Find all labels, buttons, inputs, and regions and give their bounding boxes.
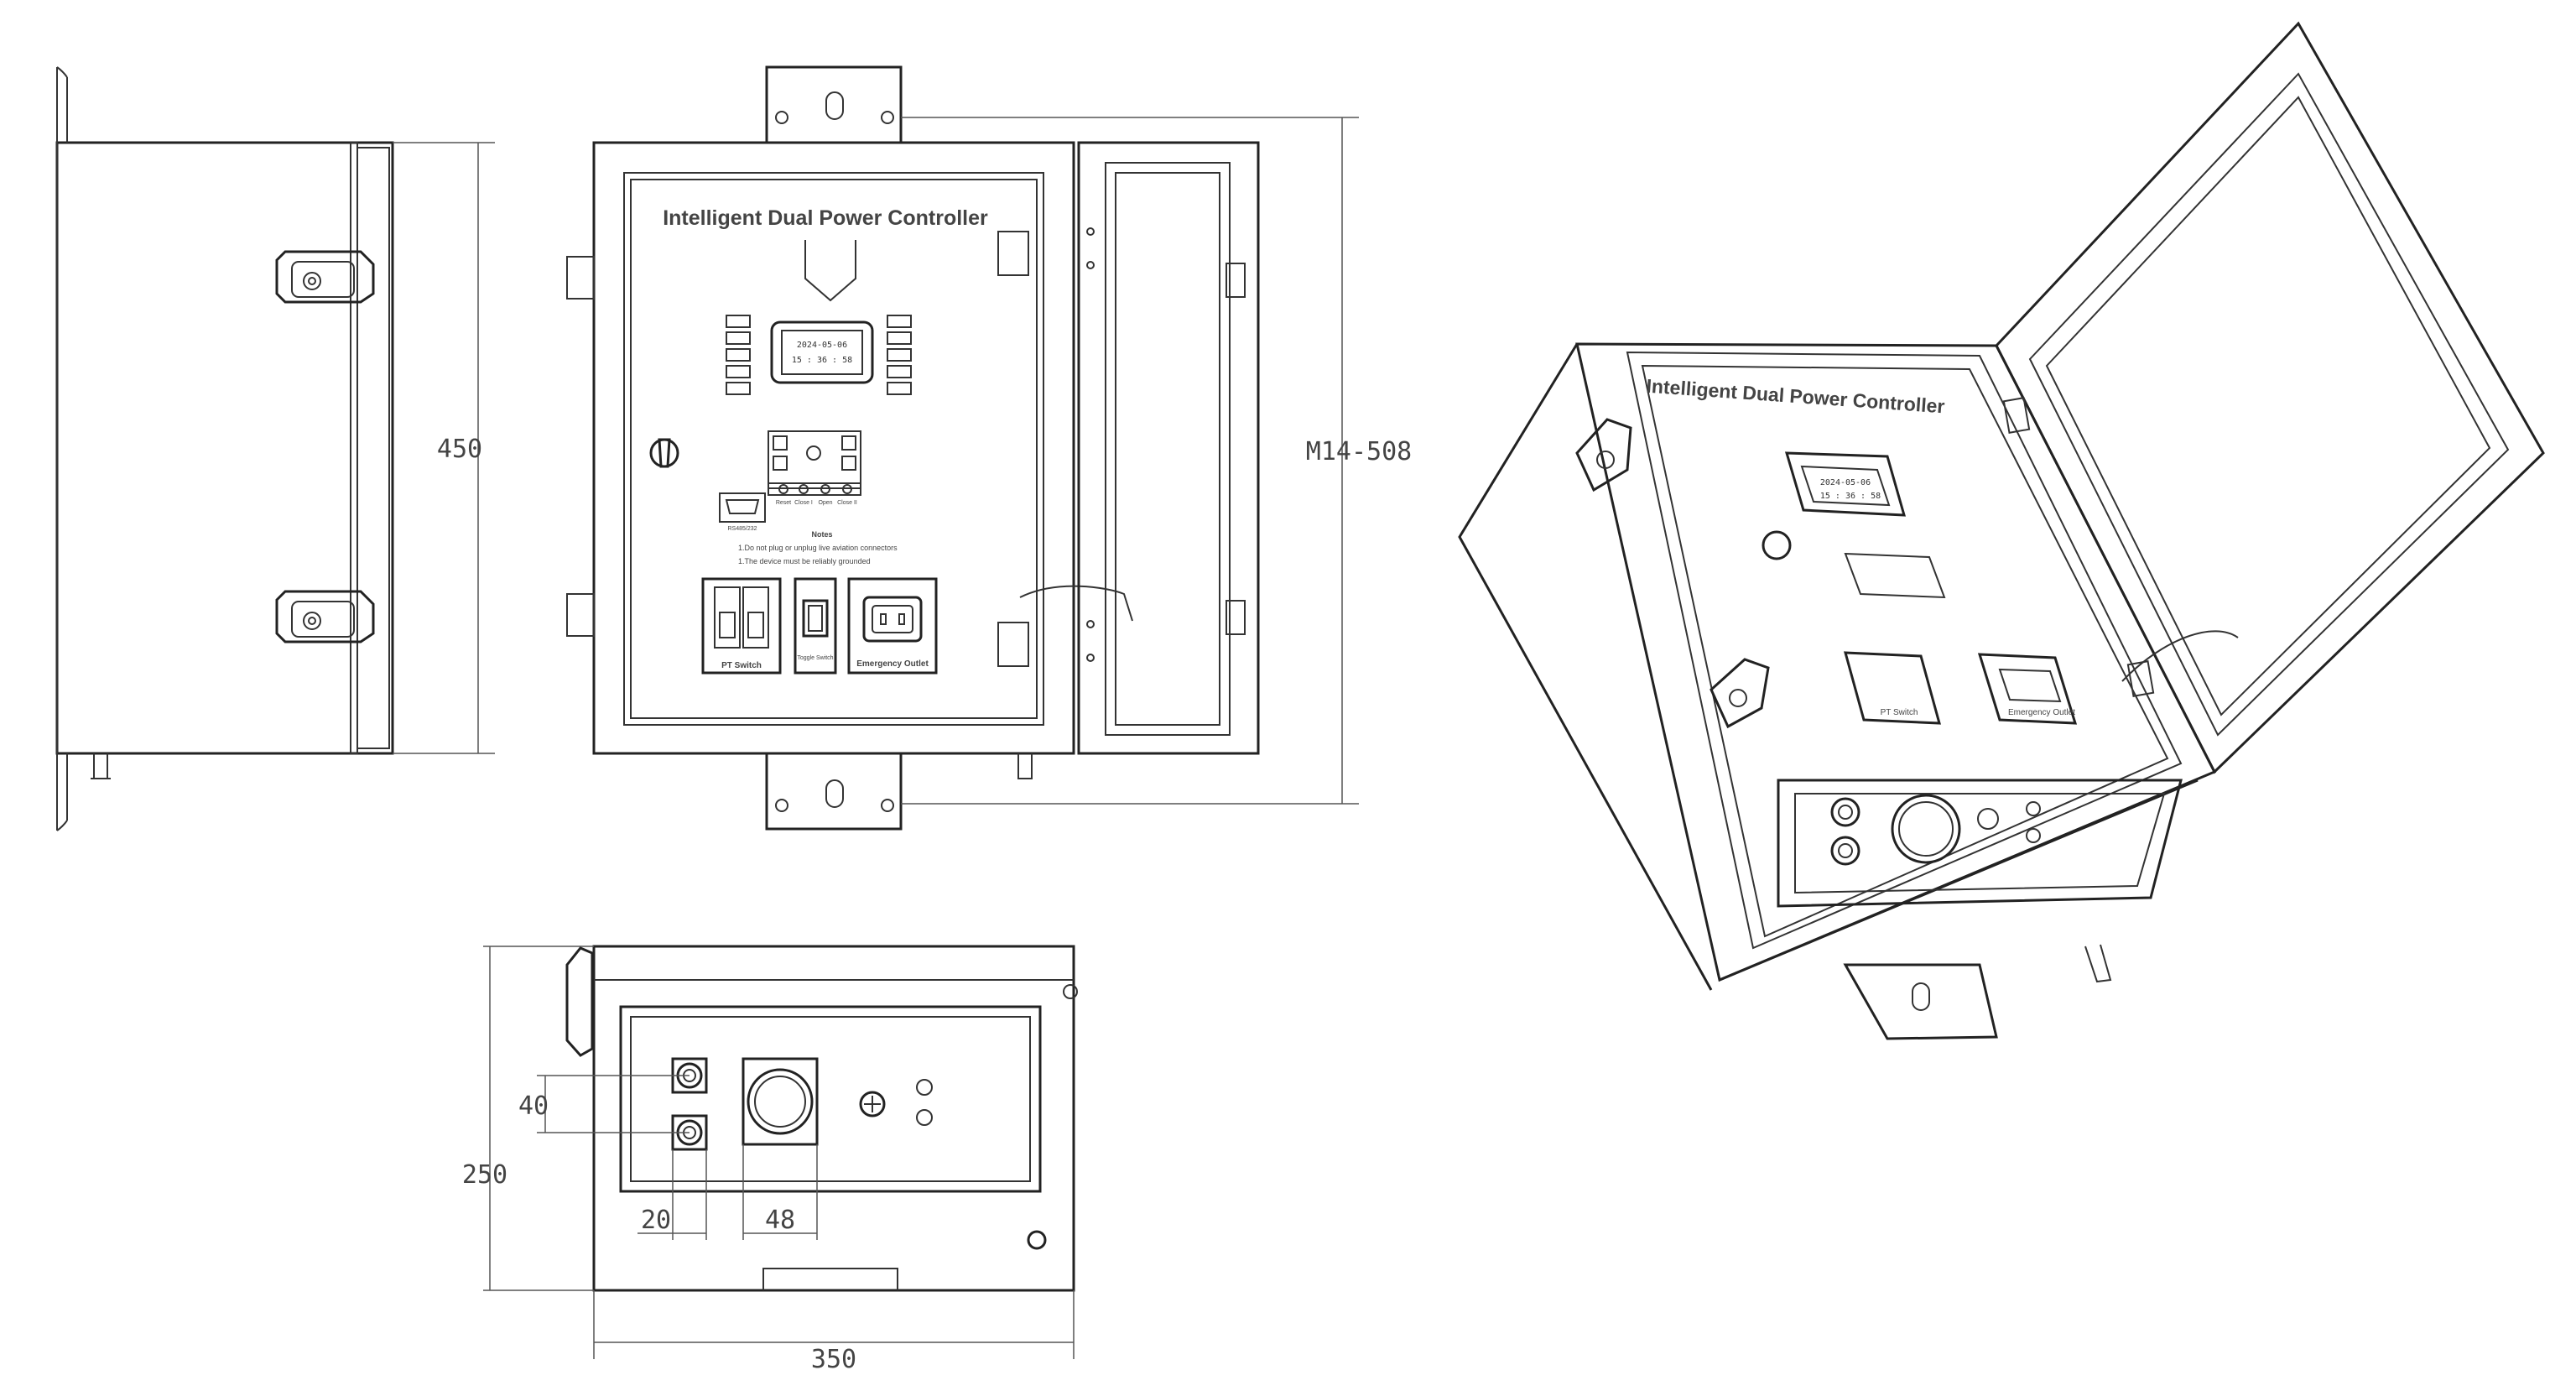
door-latch-icon bbox=[565, 946, 594, 1057]
button-label-close-2: Close II bbox=[837, 500, 857, 506]
hinge-icon bbox=[2126, 660, 2155, 697]
iso-lcd-display: 2024-05-06 15 : 36 : 58 bbox=[1784, 451, 1907, 517]
aviation-connector bbox=[1830, 836, 1860, 866]
pt-switch-label: PT Switch bbox=[721, 661, 762, 670]
iso-lcd-time: 15 : 36 : 58 bbox=[1820, 492, 1881, 501]
iso-lcd-date: 2024-05-06 bbox=[1820, 478, 1871, 487]
power-socket-icon bbox=[862, 596, 923, 643]
ground-strap bbox=[1019, 585, 1133, 622]
key-lock-icon bbox=[1762, 530, 1792, 560]
dim-socket-width: 48 bbox=[765, 1206, 795, 1235]
dim-connector-offset: 20 bbox=[641, 1206, 671, 1235]
iso-door bbox=[1995, 21, 2545, 774]
note-2: 1.The device must be reliably grounded bbox=[738, 557, 871, 565]
key-lock-icon bbox=[649, 438, 679, 468]
multi-pin-socket bbox=[742, 1057, 819, 1146]
notes-block: Notes 1.Do not plug or unplug live aviat… bbox=[738, 530, 898, 565]
lcd-display: 2024-05-06 15 : 36 : 58 bbox=[770, 320, 874, 384]
front-dimensions: 450 M14-508 bbox=[393, 117, 1412, 805]
door-latch-icon bbox=[1710, 658, 1770, 729]
mounting-bracket-icon bbox=[1843, 963, 1998, 1040]
isometric-view: Intelligent Dual Power Controller 2024-0… bbox=[1458, 21, 2545, 1040]
emergency-outlet: Emergency Outlet bbox=[847, 577, 938, 675]
iso-pt-switch-label: PT Switch bbox=[1881, 708, 1918, 717]
note-1: 1.Do not plug or unplug live aviation co… bbox=[738, 544, 898, 552]
button-label-close-1: Close I bbox=[794, 500, 813, 506]
button-label-open: Open bbox=[818, 500, 832, 506]
dim-connector-pitch: 40 bbox=[518, 1091, 549, 1121]
toggle-switch-label: Toggle Switch bbox=[797, 655, 833, 661]
iso-control-buttons bbox=[1844, 552, 1946, 599]
door-latch-icon bbox=[275, 250, 375, 304]
mounting-bracket-icon bbox=[765, 752, 903, 831]
aviation-connector bbox=[1830, 797, 1860, 827]
door-latch-icon bbox=[275, 590, 375, 643]
dim-depth: 250 bbox=[462, 1160, 507, 1190]
bottom-dimensions: 250 350 40 20 48 bbox=[462, 946, 1075, 1374]
multi-pin-socket bbox=[1891, 794, 1961, 864]
side-view bbox=[55, 66, 394, 831]
dim-width: 350 bbox=[811, 1345, 856, 1374]
door-latch-icon bbox=[1575, 418, 1632, 492]
status-indicators-left bbox=[726, 315, 751, 395]
notes-heading: Notes bbox=[811, 530, 832, 539]
iso-emergency-outlet-label: Emergency Outlet bbox=[2008, 708, 2075, 717]
iso-emergency-outlet: Emergency Outlet bbox=[1977, 653, 2078, 725]
lcd-time: 15 : 36 : 58 bbox=[792, 356, 852, 365]
bottom-view bbox=[565, 945, 1078, 1292]
iso-pt-switch: PT Switch bbox=[1844, 651, 1941, 725]
door-open-view bbox=[1077, 141, 1260, 755]
serial-port-label: RS485/232 bbox=[727, 526, 757, 532]
emergency-outlet-label: Emergency Outlet bbox=[856, 659, 929, 669]
front-view: Intelligent Dual Power Controller 2024-0… bbox=[566, 65, 1133, 831]
status-indicators-right bbox=[887, 315, 912, 395]
button-label-reset: Reset bbox=[776, 500, 791, 506]
pt-switch: PT Switch bbox=[701, 577, 782, 675]
iso-panel-title: Intelligent Dual Power Controller bbox=[1646, 375, 1946, 418]
earth-ground-icon bbox=[1977, 808, 1999, 830]
earth-ground-icon bbox=[859, 1091, 886, 1117]
lcd-date: 2024-05-06 bbox=[797, 341, 847, 350]
control-buttons: Reset Close I Open Close II bbox=[768, 430, 861, 506]
toggle-switch: Toggle Switch bbox=[794, 577, 837, 675]
panel-title: Intelligent Dual Power Controller bbox=[663, 206, 988, 230]
mounting-bracket-icon bbox=[765, 65, 903, 144]
serial-port: RS485/232 bbox=[719, 492, 766, 532]
dim-mounting: M14-508 bbox=[1306, 437, 1412, 466]
hinge-icon bbox=[2002, 397, 2031, 434]
dim-height: 450 bbox=[437, 435, 482, 464]
